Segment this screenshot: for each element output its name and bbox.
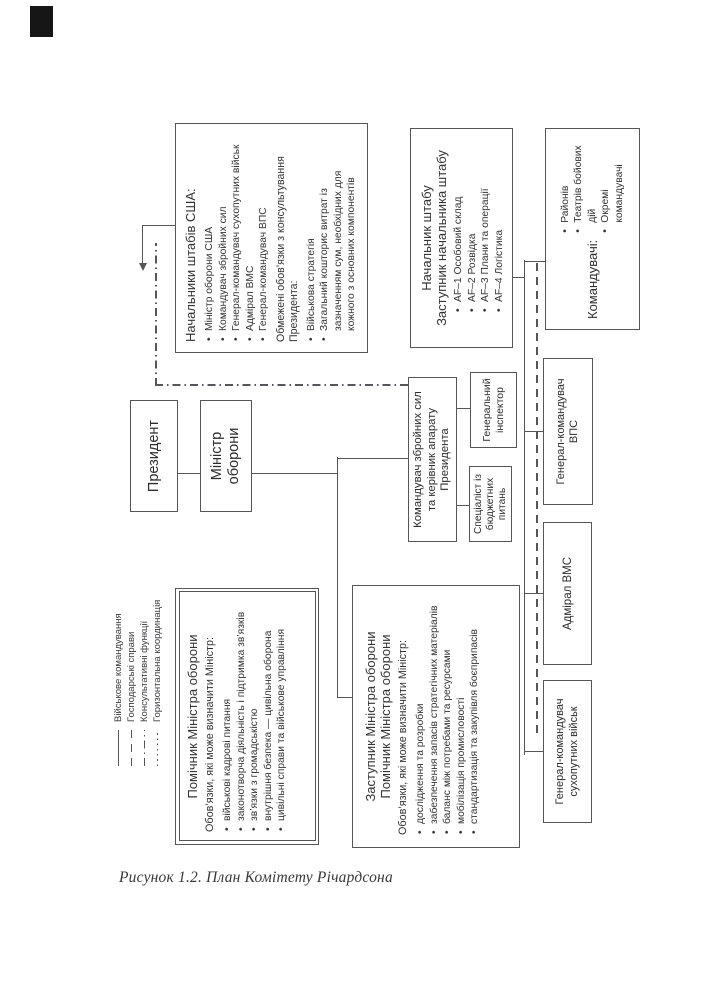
bullet-list: Військова стратегіяЗагальний кошторис ви… [305, 134, 359, 342]
connector-bus-navy [524, 593, 543, 594]
list-item: цивільні справи та військове управління [275, 601, 289, 832]
box-army-commander: Генерал-командувач сухопутних військ [543, 680, 592, 823]
connector-drop-afcommander [337, 458, 408, 459]
list-item: Командувач збройних сил [217, 134, 231, 342]
connector-jcs-arrow-line [142, 225, 143, 263]
advisory-line-horizontal [155, 243, 157, 386]
list-item: Генерал-командувач ВПС [257, 134, 271, 342]
figure-caption: Рисунок 1.2. План Комітету Річардсона [119, 869, 393, 886]
bullet-list: AF–1 Особовий складAF–2 РозвідкаAF–3 Пла… [452, 139, 506, 337]
box-navy-admiral: Адмірал ВМС [543, 522, 592, 665]
connector-budget-stub [457, 505, 469, 506]
list-item: Міністр оборони США [203, 134, 217, 342]
legend-row: Військове командування [112, 600, 125, 766]
connector-bus-airforce [524, 431, 543, 432]
box-minister: Міністр оборони [200, 400, 252, 512]
bullet-list: Міністр оборони СШАКомандувач збройних с… [203, 134, 271, 342]
dashed-line-sample [130, 730, 133, 766]
list-item: Військова стратегія [305, 134, 319, 342]
solid-line-sample [118, 730, 119, 766]
list-item: забезпечення запасів стратегічних матері… [428, 598, 442, 835]
page-corner-tab [30, 6, 53, 37]
box-air-force-commander: Генерал-командувач ВПС [543, 358, 593, 505]
list-item: AF–3 Плани та операції [479, 139, 493, 313]
list-item: Загальний кошторис витрат із зазначенням… [318, 134, 359, 342]
connector-drop-deputy [337, 697, 352, 698]
legend-label: Консультативні функції [139, 620, 150, 722]
list-item: військові кадрові питання [221, 601, 235, 832]
list-item: стандартизація та закупівля боєприпасів [468, 598, 482, 835]
bullet-list: дослідження та розробкизабезпечення запа… [414, 598, 482, 835]
box-subtitle: Обов’язки, які може визначити Міністр: [397, 640, 409, 835]
legend-label: Військове командування [113, 613, 124, 722]
connector-inspector-stub [457, 408, 470, 409]
connector-minister-trunk [252, 473, 338, 474]
arrow-left-icon [138, 263, 147, 271]
connector-bus-army [524, 751, 543, 752]
box-title: Президент [146, 419, 162, 493]
list-item: AF–2 Розвідка [466, 139, 480, 313]
box-budget-specialist: Спеціаліст із бюджетних питань [469, 466, 512, 542]
connector-jcs-up [142, 225, 175, 226]
list-item: Начальник штабу [419, 185, 434, 291]
box-title: Міністр оборони [209, 427, 242, 485]
list-item: Помічник Міністра оборони [378, 634, 393, 799]
list-item: Районів [559, 139, 573, 234]
box-president: Президент [130, 400, 178, 512]
box-title: Спеціаліст із бюджетних питань [472, 473, 508, 535]
box-inspector-general: Генеральний інспектор [470, 372, 517, 448]
box-title: Адмірал ВМС [561, 556, 574, 631]
connector-staff-bus [513, 277, 524, 278]
box-armed-forces-commander: Командувач збройних сил та керівник апар… [408, 377, 457, 542]
legend-label: Господарські справи [126, 631, 137, 722]
business-bus [536, 260, 538, 733]
legend-row: Горизонтальна координація [151, 600, 164, 766]
connector-bus-upper [337, 457, 338, 698]
advisory-line-vertical [155, 384, 408, 386]
box-assistant-minister: Помічник Міністра оборони Обов’язки, які… [175, 588, 319, 845]
bullet-list: РайонівТеатрів бойових дійОкремі команду… [559, 139, 627, 234]
box-subtitle: Обов’язки, які може визначити Міністр: [204, 637, 216, 832]
box-title: Командувачі: [585, 239, 600, 319]
list-item: Театрів бойових дій [572, 139, 599, 234]
box-title: Генеральний інспектор [480, 378, 506, 442]
list-item: баланс між потребами та ресурсами [441, 598, 455, 835]
legend-label: Горизонтальна координація [152, 599, 163, 722]
legend-row: Господарські справи [125, 600, 138, 766]
list-item: зв’язки з громадськістю [248, 601, 262, 832]
diagram-legend: Військове командування Господарські спра… [112, 600, 164, 766]
rotated-diagram: Військове командування Господарські спра… [100, 123, 707, 870]
list-item: Генерал-командувач сухопутних військ [230, 134, 244, 342]
dotted-line-sample [156, 730, 159, 766]
section-title: Обмежені обов’язки з консультування През… [274, 156, 300, 342]
connector-president-minister [178, 473, 200, 474]
legend-row: Консультативні функції [138, 600, 151, 766]
box-title: Помічник Міністра оборони [185, 634, 200, 799]
list-item: внутрішня безпека — цивільна оборона [262, 601, 276, 832]
box-title: Командувач збройних сил та керівник апар… [412, 391, 452, 528]
bullet-list: військові кадрові питаннязаконотворча ді… [221, 601, 289, 832]
box-title: Начальники штабів США: [183, 188, 198, 342]
connector-bus-commanders [524, 261, 545, 262]
list-item: дослідження та розробки [414, 598, 428, 835]
box-title: Генерал-командувач сухопутних військ [554, 698, 580, 805]
list-item: Заступник начальника штабу [434, 150, 449, 326]
list-item: AF–4 Логістика [493, 139, 507, 313]
dashdot-line-sample [143, 730, 146, 766]
list-item: мобілізація промисловості [455, 598, 469, 835]
box-title: Генерал-командувач ВПС [554, 378, 581, 485]
command-bus [524, 260, 525, 755]
list-item: AF–1 Особовий склад [452, 139, 466, 313]
list-item: Окремі командувачі [599, 139, 626, 234]
list-item: законотворча діяльність і підтримка зв’я… [235, 601, 249, 832]
box-joint-chiefs: Начальники штабів США: Міністр оборони С… [175, 123, 368, 353]
list-item: Заступник Міністра оборони [363, 631, 378, 802]
list-item: Адмірал ВМС [244, 134, 258, 342]
box-commanders: Командувачі: РайонівТеатрів бойових дійО… [545, 128, 640, 330]
